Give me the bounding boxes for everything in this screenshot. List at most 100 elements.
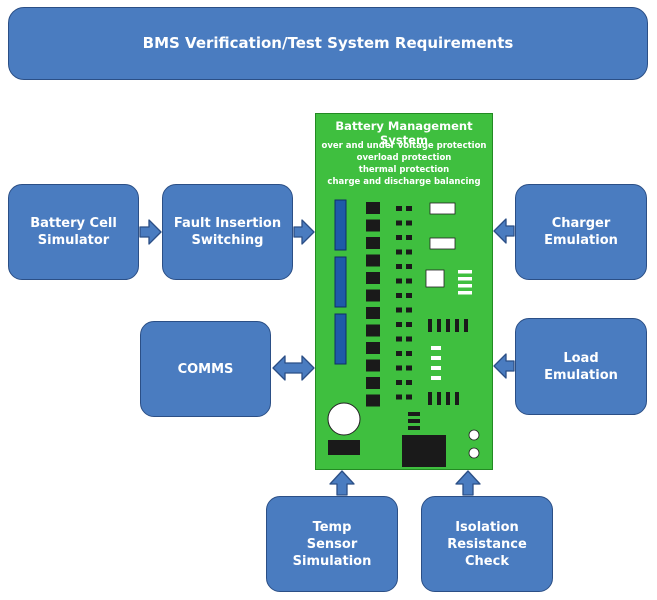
- arrow-fault-to-bms: [293, 219, 315, 245]
- resistor-pad: [406, 264, 412, 269]
- square-chip: [366, 377, 380, 389]
- resistor-pad: [406, 220, 412, 226]
- white-component: [425, 269, 445, 288]
- resistor-pad: [406, 365, 412, 371]
- resistor-pad: [396, 394, 402, 400]
- block-charger-emulation: Charger Emulation: [515, 184, 647, 280]
- diagram-title-text: BMS Verification/Test System Requirement…: [142, 34, 514, 52]
- resistor-pad: [406, 278, 412, 284]
- black-block: [328, 440, 360, 455]
- led: [468, 429, 480, 441]
- ic-pin: [455, 392, 459, 405]
- capacitor: [327, 402, 361, 436]
- resistor-pad: [396, 293, 402, 298]
- resistor-pad: [406, 322, 412, 327]
- block-label: Load Emulation: [544, 350, 618, 383]
- block-label: COMMS: [177, 361, 234, 377]
- block-temp-sensor-simulation: Temp Sensor Simulation: [266, 496, 398, 592]
- ic-pin: [446, 319, 450, 332]
- ic-pin: [437, 392, 441, 405]
- connector-strip: [334, 256, 347, 308]
- arrow-cell-to-fault: [139, 219, 162, 245]
- block-label: Battery Cell Simulator: [30, 216, 117, 248]
- white-pin: [458, 277, 472, 281]
- bms-feature: thermal protection: [358, 165, 450, 175]
- resistor-pad: [396, 351, 402, 356]
- block-label: Isolation Resistance Check: [447, 519, 527, 569]
- block-label: Fault Insertion Switching: [173, 216, 282, 248]
- resistor-pad: [406, 249, 412, 255]
- resistor-pad: [396, 307, 402, 313]
- resistor-pad: [396, 220, 402, 226]
- white-pin: [431, 346, 441, 350]
- bms-board: Battery Management System over and under…: [315, 113, 493, 470]
- arrow-load-to-bms: [493, 353, 515, 379]
- block-label: Temp Sensor Simulation: [292, 519, 372, 569]
- component-layer: [327, 199, 480, 467]
- square-chip: [366, 237, 380, 249]
- white-pin: [431, 366, 441, 370]
- white-component: [429, 237, 456, 250]
- connector-strip: [334, 199, 347, 251]
- ic-pin: [428, 319, 432, 332]
- square-chip: [366, 359, 380, 372]
- resistor-pad: [396, 249, 402, 255]
- white-pin: [458, 284, 472, 288]
- resistor-pad: [406, 351, 412, 356]
- ic-pin: [446, 392, 450, 405]
- resistor-pad: [406, 336, 412, 342]
- resistor-pad: [408, 419, 420, 423]
- resistor-pad: [406, 307, 412, 313]
- block-load-emulation: Load Emulation: [515, 318, 647, 415]
- square-chip: [366, 289, 380, 302]
- resistor-pad: [406, 394, 412, 400]
- square-chip: [366, 342, 380, 354]
- white-pin: [431, 376, 441, 380]
- square-chip: [366, 272, 380, 284]
- arrow-temp-to-bms: [329, 470, 355, 496]
- block-fault-insertion-switching: Fault Insertion Switching: [162, 184, 293, 280]
- resistor-pad: [396, 206, 402, 211]
- bms-feature: over and under voltage protection: [321, 141, 487, 151]
- resistor-pad: [408, 412, 420, 416]
- bms-feature: overload protection: [356, 153, 452, 163]
- arrow-charger-to-bms: [493, 218, 515, 244]
- block-comms: COMMS: [140, 321, 271, 417]
- resistor-pad: [396, 365, 402, 371]
- block-battery-cell-simulator: Battery Cell Simulator: [8, 184, 139, 280]
- resistor-pad: [396, 336, 402, 342]
- ic-pin: [428, 392, 432, 405]
- resistor-pad: [396, 322, 402, 327]
- resistor-pad: [396, 235, 402, 240]
- square-chip: [366, 394, 380, 407]
- ic-pin: [455, 319, 459, 332]
- bms-title: Battery Management System: [335, 119, 473, 147]
- arrow-comms-bms: [272, 355, 315, 381]
- resistor-pad: [406, 235, 412, 240]
- ic-pin: [464, 319, 468, 332]
- block-isolation-resistance-check: Isolation Resistance Check: [421, 496, 553, 592]
- white-pin: [431, 356, 441, 360]
- square-chip: [366, 307, 380, 319]
- square-chip: [366, 219, 380, 232]
- resistor-pad: [406, 380, 412, 385]
- square-chip: [366, 202, 380, 214]
- led: [468, 447, 480, 459]
- bms-components: [327, 199, 480, 467]
- resistor-pad: [408, 426, 420, 430]
- diagram-title: BMS Verification/Test System Requirement…: [8, 7, 648, 80]
- white-component: [429, 202, 456, 215]
- large-chip: [402, 435, 446, 467]
- block-label: Charger Emulation: [544, 216, 618, 248]
- resistor-pad: [396, 380, 402, 385]
- arrow-isolation-to-bms: [455, 470, 481, 496]
- bms-feature: charge and discharge balancing: [327, 177, 481, 187]
- resistor-pad: [396, 278, 402, 284]
- ic-pin: [437, 319, 441, 332]
- white-pin: [458, 270, 472, 274]
- resistor-pad: [406, 206, 412, 211]
- square-chip: [366, 254, 380, 267]
- resistor-pad: [396, 264, 402, 269]
- resistor-pad: [406, 293, 412, 298]
